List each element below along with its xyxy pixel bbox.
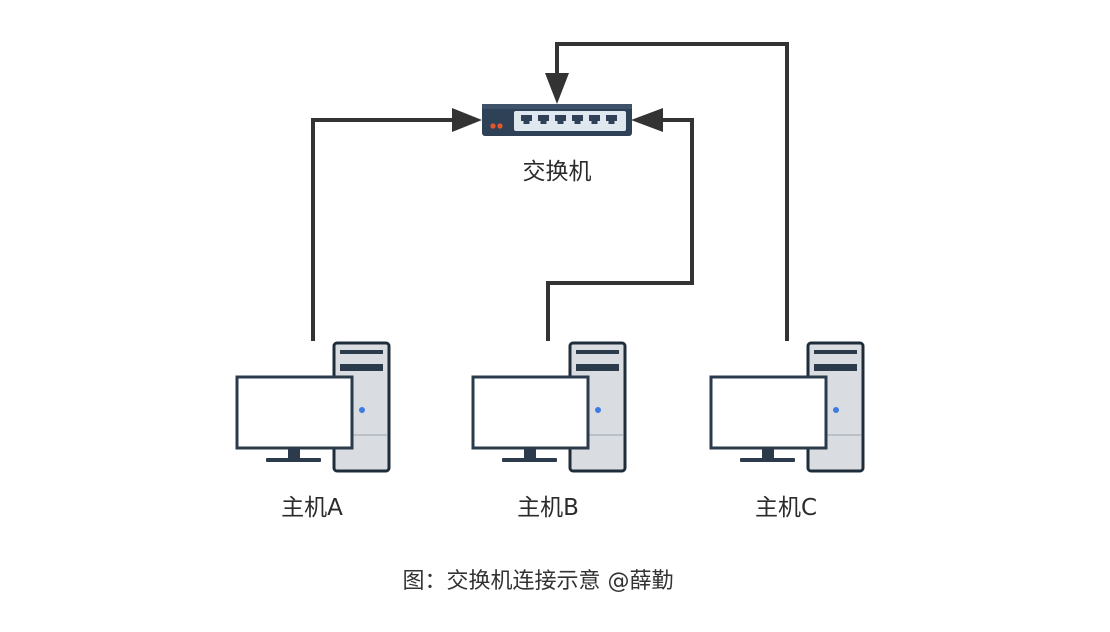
switch-port-1 [521, 115, 532, 124]
switch-icon [482, 104, 632, 136]
switch-port-4 [572, 115, 583, 124]
host-a-label: 主机A [281, 495, 343, 521]
host-b-label: 主机B [517, 495, 579, 521]
computer-icon-host-a [235, 341, 391, 473]
arrowheads [452, 73, 663, 132]
host-c-label: 主机C [754, 495, 818, 521]
switch-ports [521, 115, 617, 124]
switch-port-6 [606, 115, 617, 124]
figure-caption: 图：交换机连接示意 @薛勤 [402, 569, 674, 594]
link-host-a-switch [311, 118, 460, 341]
arrowhead-left [452, 108, 482, 132]
arrowhead-right [631, 108, 663, 132]
connections [311, 42, 789, 341]
computer-icon-host-c [709, 341, 865, 473]
arrowhead-top [545, 73, 569, 104]
switch-port-3 [555, 115, 566, 124]
switch-port-2 [538, 115, 549, 124]
link-host-c-switch [555, 42, 789, 341]
link-host-b-switch [546, 118, 694, 341]
switch-label: 交换机 [522, 159, 592, 185]
switch-port-5 [589, 115, 600, 124]
computer-icon-host-b [471, 341, 627, 473]
